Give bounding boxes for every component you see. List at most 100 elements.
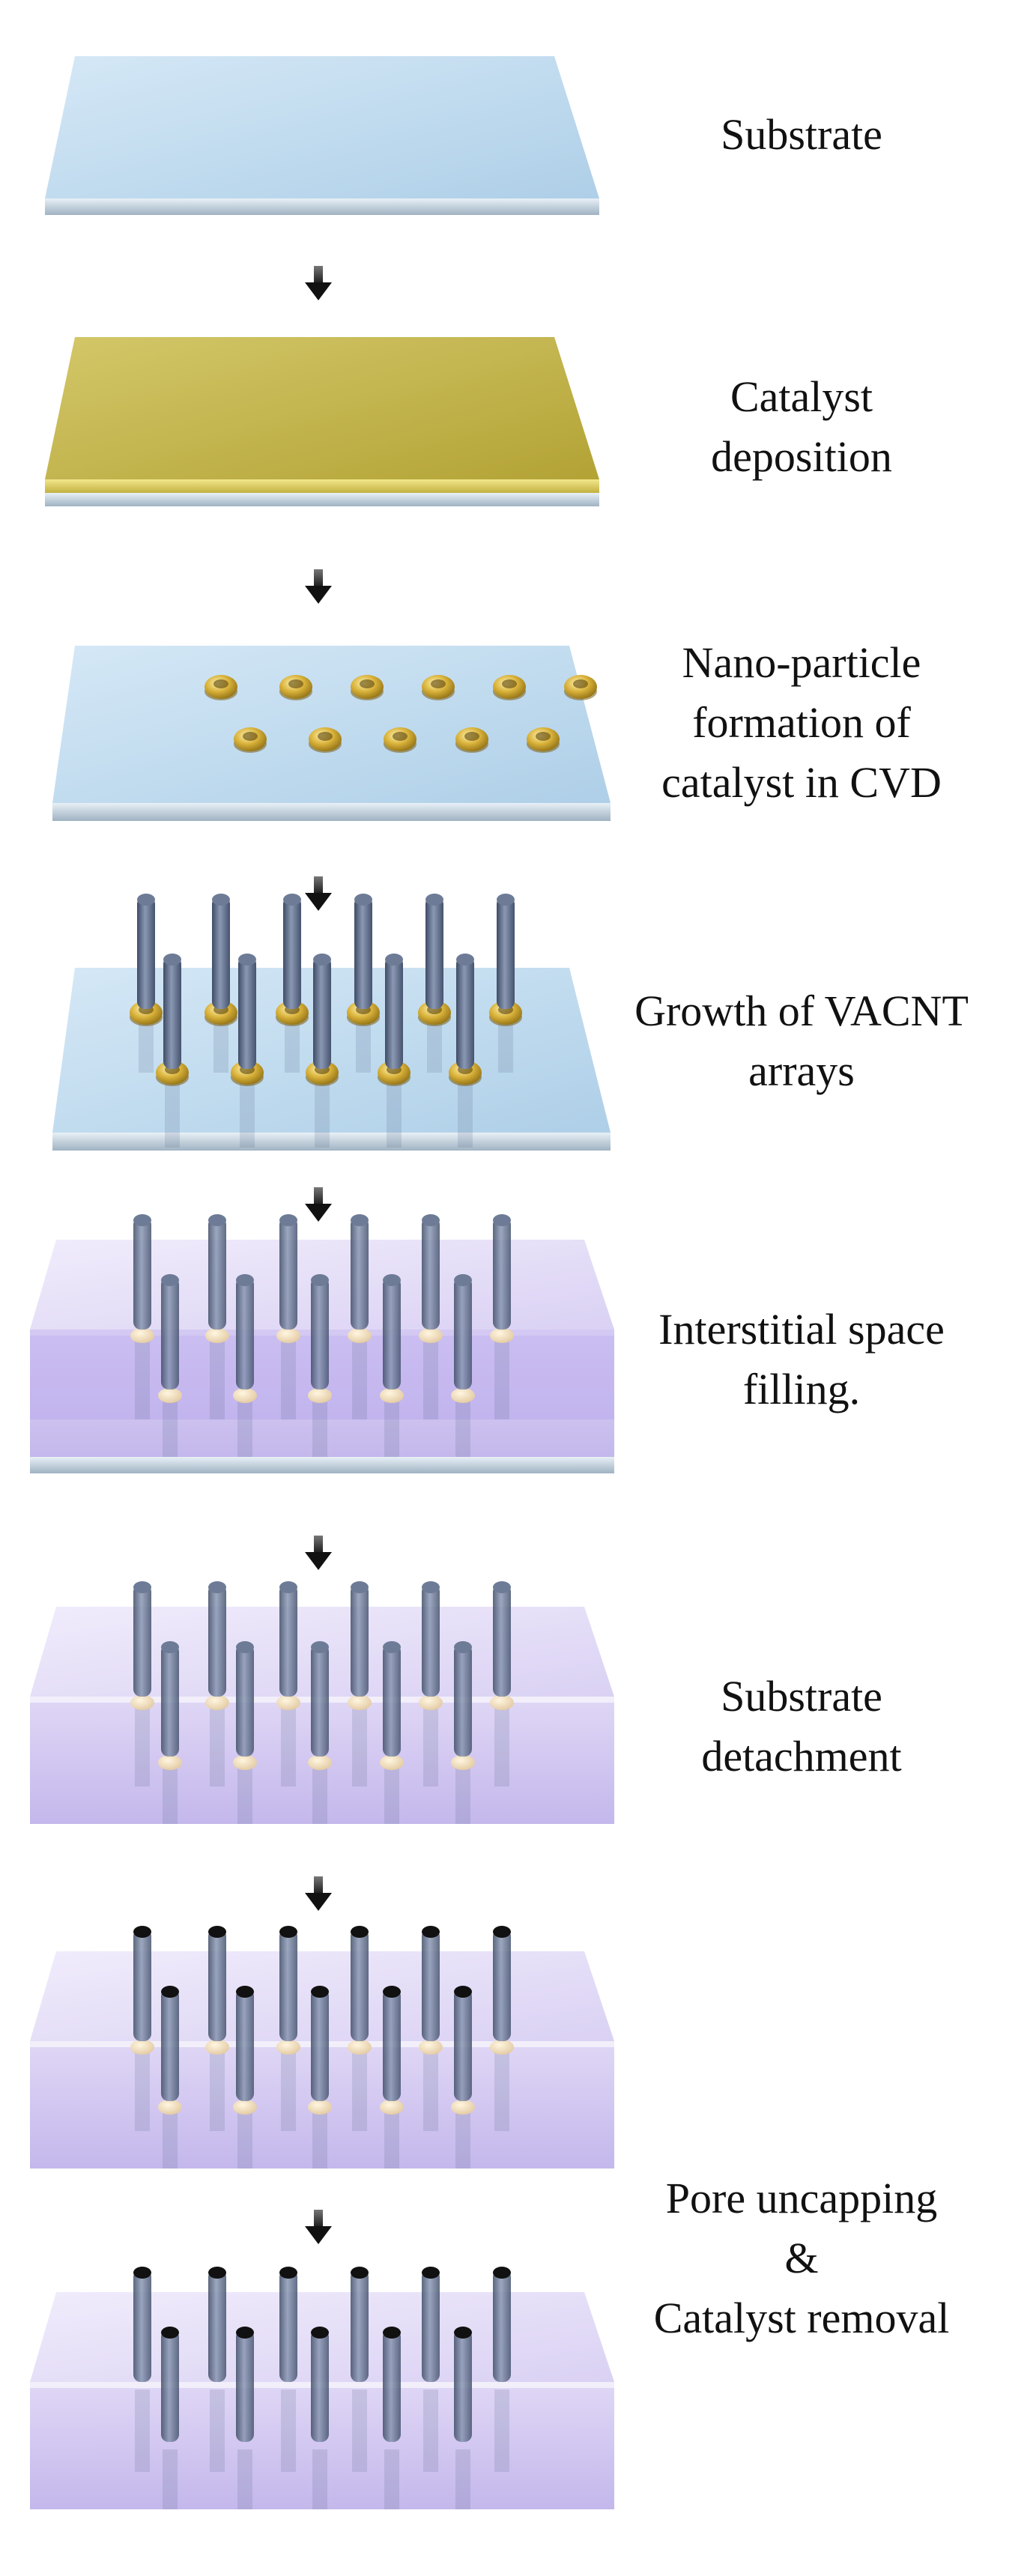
label-line: Pore uncapping bbox=[665, 2174, 938, 2222]
nanotube bbox=[422, 1929, 440, 2041]
nanotube-reflection bbox=[455, 1764, 470, 1824]
nanotube bbox=[161, 1644, 179, 1757]
catalyst-particle bbox=[490, 1695, 514, 1710]
nanotube bbox=[497, 897, 515, 1009]
substrate-top bbox=[52, 646, 611, 803]
stage-catalyst-nanoparticles bbox=[52, 646, 611, 821]
nanotube-open-end bbox=[493, 2267, 511, 2279]
nanotube bbox=[163, 957, 181, 1069]
catalyst-particle bbox=[348, 1695, 372, 1710]
nanotube bbox=[383, 1989, 401, 2101]
nanotube bbox=[493, 2270, 511, 2382]
catalyst-particle bbox=[276, 2040, 300, 2055]
nanotube-reflection bbox=[163, 2449, 178, 2509]
nanotube-reflection bbox=[312, 1397, 327, 1457]
nanotube bbox=[236, 1989, 254, 2101]
nanotube bbox=[283, 897, 301, 1009]
nanotube bbox=[208, 1929, 226, 2041]
arrow-head bbox=[305, 586, 332, 604]
label-line: Growth of VACNT bbox=[634, 987, 969, 1035]
down-arrow-icon bbox=[305, 1187, 332, 1222]
nanotube-reflection bbox=[315, 1080, 330, 1148]
nanotube bbox=[236, 2330, 254, 2442]
label-pore-uncapping: Pore uncapping&Catalyst removal bbox=[569, 2169, 1034, 2348]
nanotube bbox=[313, 957, 331, 1069]
stage-substrate bbox=[45, 56, 599, 215]
catalyst-particle-hole bbox=[243, 732, 258, 741]
nanotube-cap bbox=[236, 1641, 254, 1653]
nanotube bbox=[383, 1277, 401, 1389]
nanotube-reflection bbox=[135, 2049, 150, 2131]
catalyst-particle bbox=[158, 1755, 182, 1770]
nanotube bbox=[133, 1929, 151, 2041]
label-line: Nano-particle bbox=[682, 638, 921, 687]
arrow-shaft bbox=[314, 2210, 323, 2229]
arrow-shaft bbox=[314, 1187, 323, 1207]
stage-uncapped-final bbox=[30, 2267, 614, 2509]
arrow-shaft bbox=[314, 266, 323, 285]
down-arrow-icon bbox=[305, 569, 332, 604]
nanotube bbox=[311, 1277, 329, 1389]
nanotube bbox=[133, 1217, 151, 1330]
down-arrow-icon bbox=[305, 876, 332, 911]
nanotube bbox=[493, 1584, 511, 1697]
nanotube-open-end bbox=[351, 2267, 369, 2279]
nanotube bbox=[351, 1584, 369, 1697]
catalyst-particle-hole bbox=[393, 732, 408, 741]
nanotube-reflection bbox=[163, 2109, 178, 2169]
nanotube-open-end bbox=[351, 1926, 369, 1938]
nanotube-reflection bbox=[135, 1337, 150, 1419]
catalyst-particle bbox=[380, 1388, 404, 1403]
nanotube-cap bbox=[208, 1581, 226, 1593]
nanotube bbox=[236, 1277, 254, 1389]
catalyst-particle bbox=[158, 1388, 182, 1403]
catalyst-particle bbox=[451, 1755, 475, 1770]
nanotube-reflection bbox=[210, 1704, 225, 1786]
catalyst-particle bbox=[490, 2040, 514, 2055]
stage-uncapped-partial bbox=[30, 1926, 614, 2169]
catalyst-particle bbox=[451, 2100, 475, 2115]
nanotube-cap bbox=[236, 1274, 254, 1286]
catalyst-particle bbox=[308, 1388, 332, 1403]
catalyst-particle bbox=[233, 2100, 257, 2115]
label-line: & bbox=[784, 2234, 819, 2282]
arrow-head bbox=[305, 1552, 332, 1570]
label-line: Substrate bbox=[721, 1672, 882, 1721]
nanotube-open-end bbox=[133, 2267, 151, 2279]
stage-catalyst-film bbox=[45, 337, 599, 506]
nanotube-cap bbox=[454, 1274, 472, 1286]
down-arrow-icon bbox=[305, 1536, 332, 1570]
nanotube-open-end bbox=[236, 1986, 254, 1998]
nanotube bbox=[161, 2330, 179, 2442]
nanotube-cap bbox=[161, 1274, 179, 1286]
nanotube-reflection bbox=[213, 1020, 228, 1073]
nanotube bbox=[161, 1277, 179, 1389]
nanotube-cap bbox=[283, 894, 301, 906]
nanotube-reflection bbox=[240, 1080, 255, 1148]
nanotube-reflection bbox=[387, 1080, 402, 1148]
nanotube bbox=[454, 1989, 472, 2101]
nanotube bbox=[351, 2270, 369, 2382]
nanotube-reflection bbox=[139, 1020, 154, 1073]
arrow-shaft bbox=[314, 1876, 323, 1896]
nanotube-reflection bbox=[237, 1397, 252, 1457]
nanotube-cap bbox=[351, 1214, 369, 1226]
label-line: Interstitial space bbox=[658, 1305, 945, 1354]
nanotube-open-end bbox=[422, 1926, 440, 1938]
nanotube bbox=[311, 2330, 329, 2442]
catalyst-particle bbox=[205, 2040, 229, 2055]
nanotube-open-end bbox=[133, 1926, 151, 1938]
nanotube-reflection bbox=[455, 2109, 470, 2169]
nanotube-open-end bbox=[454, 1986, 472, 1998]
nanotube bbox=[133, 2270, 151, 2382]
nanotube bbox=[279, 2270, 297, 2382]
nanotube-reflection bbox=[281, 1337, 296, 1419]
catalyst-particle bbox=[419, 1695, 443, 1710]
nanotube-cap bbox=[133, 1581, 151, 1593]
catalyst-particle bbox=[380, 1755, 404, 1770]
nanotube-cap bbox=[238, 954, 256, 966]
nanotube-open-end bbox=[311, 1986, 329, 1998]
nanotube-reflection bbox=[455, 1397, 470, 1457]
catalyst-particle bbox=[276, 1695, 300, 1710]
